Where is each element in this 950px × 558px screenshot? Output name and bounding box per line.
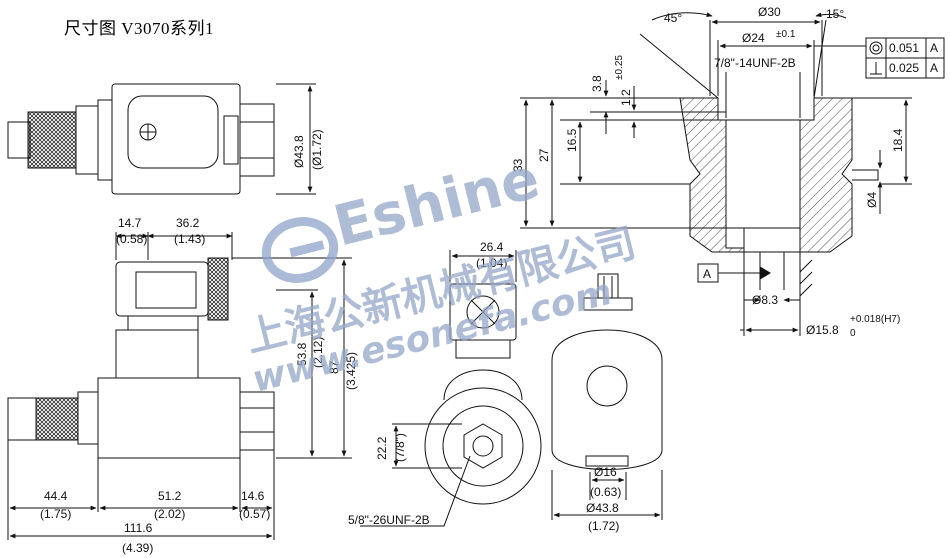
cavity-section [520, 12, 945, 336]
coil-body [97, 377, 241, 459]
knurled-nut [27, 111, 77, 169]
dim-53-8: 53.8 [295, 342, 309, 366]
dim-14-7-in: (0.58) [116, 232, 147, 246]
dim-87-in: (3.425) [344, 352, 358, 390]
coil-shell [551, 329, 663, 470]
dim-d43-8: Ø43.8 [292, 135, 306, 168]
dim-22-2: 22.2 [375, 436, 389, 460]
tol2-value: 0.025 [889, 61, 919, 75]
thread-top-label: 7/8"-14UNF-2B [714, 56, 796, 70]
dim-33: 33 [511, 158, 525, 172]
dim-51-2-in: (2.02) [154, 507, 185, 521]
page-title: 尺寸图 V3070系列1 [64, 19, 215, 38]
dim-51-2: 51.2 [158, 489, 182, 503]
dim-26-4-in: (1.04) [476, 256, 507, 270]
dim-111-6-in: (4.39) [122, 541, 153, 555]
dim-44-4: 44.4 [44, 489, 68, 503]
dim-d16: Ø16 [594, 465, 617, 479]
dim-27: 27 [537, 148, 551, 162]
watermark-brand: Eshine [328, 146, 546, 260]
dim-111-6: 111.6 [124, 521, 153, 535]
dim-d4: Ø4 [865, 192, 879, 208]
hex-nut [239, 103, 275, 177]
dim-16-5: 16.5 [565, 128, 579, 152]
front-coil-outer [424, 387, 542, 505]
dim-d24-tol: ±0.1 [776, 29, 796, 40]
dim-d30: Ø30 [758, 5, 781, 19]
dim-3-8: 3.8 [590, 75, 604, 92]
dim-d15-8-tol-low: 0 [850, 328, 856, 339]
dim-d24: Ø24 [742, 31, 765, 45]
dim-d15-8-tol: +0.018(H7) [850, 314, 900, 325]
dim-d15-8: Ø15.8 [806, 323, 839, 337]
dim-53-8-in: (2.12) [311, 337, 325, 368]
dim-d43-8b: Ø43.8 [586, 501, 619, 515]
dim-87: 87 [327, 360, 341, 374]
front-hex [463, 423, 503, 469]
dim-d43-8-in: (Ø1.72) [310, 129, 324, 170]
hex-nut-side [239, 391, 275, 451]
knurled-stem [35, 397, 79, 441]
cavity-hatch [679, 97, 853, 253]
dim-36-2: 36.2 [176, 216, 200, 230]
coil-end-view [551, 273, 663, 520]
tol1-value: 0.051 [889, 41, 919, 55]
datum-a: A [703, 267, 711, 281]
dim-14-7: 14.7 [118, 216, 142, 230]
dim-36-2-in: (1.43) [174, 232, 205, 246]
dim-1-2: 1.2 [619, 89, 633, 106]
watermark-logo-icon [261, 217, 339, 283]
connector-cap [7, 121, 31, 159]
front-view [360, 250, 542, 527]
dim-d43-8b-in: (1.72) [588, 519, 619, 533]
dim-22-2-in: (7/8") [393, 433, 407, 462]
dim-44-4-in: (1.75) [40, 507, 71, 521]
side-view [7, 232, 352, 540]
thread-bottom-label: 5/8"-26UNF-2B [348, 513, 430, 527]
dim-14-6-in: (0.57) [239, 507, 270, 521]
dim-d16-in: (0.63) [590, 485, 621, 499]
dim-d8-3: Ø8.3 [752, 293, 778, 307]
dim-14-6: 14.6 [241, 489, 265, 503]
tol2-ref: A [930, 61, 938, 75]
dim-26-4: 26.4 [480, 240, 504, 254]
stem-body [75, 105, 99, 175]
top-view [7, 83, 316, 195]
tol1-ref: A [930, 41, 938, 55]
dim-18-4: 18.4 [891, 128, 905, 152]
angle-45: 45° [664, 11, 682, 25]
angle-15: 15° [826, 7, 844, 21]
dim-1-2-tol: ±0.25 [614, 55, 625, 80]
